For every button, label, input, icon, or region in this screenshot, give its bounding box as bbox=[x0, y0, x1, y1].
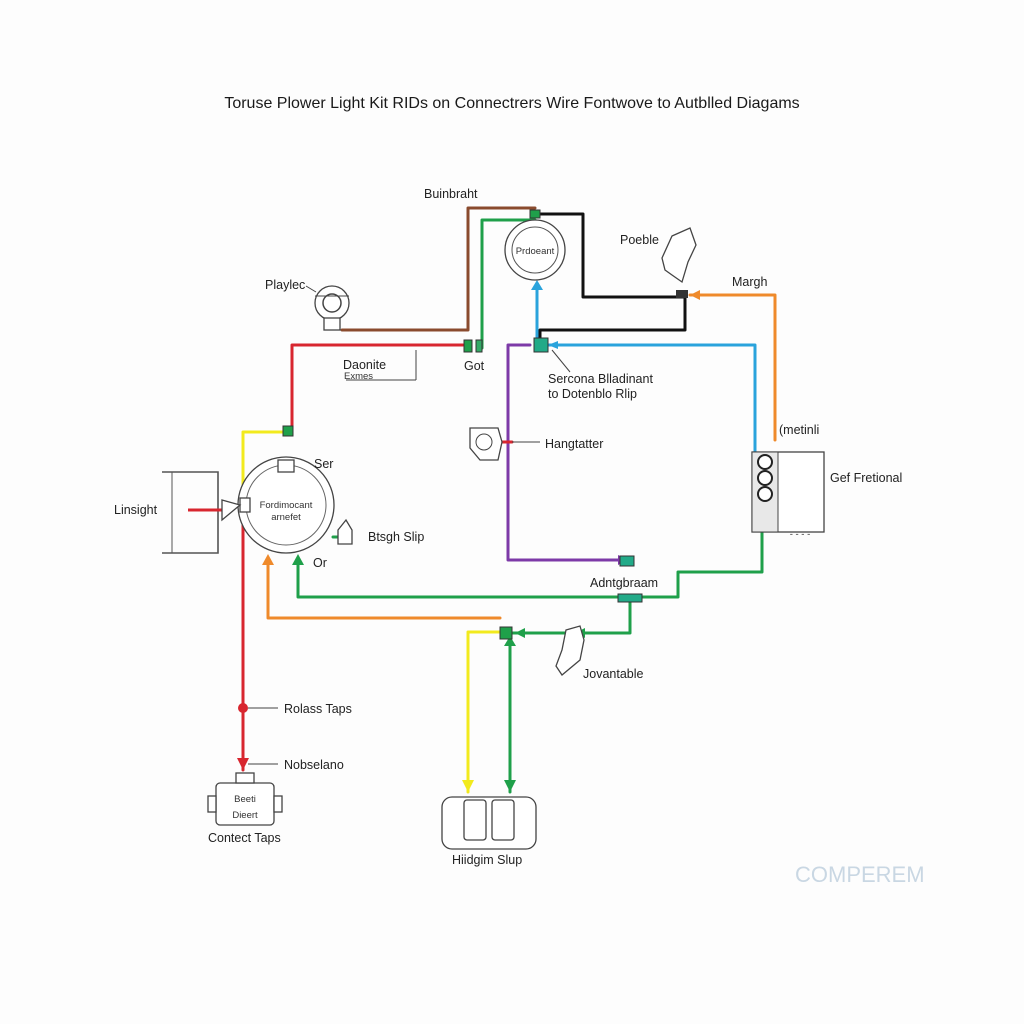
contect-taps-component bbox=[207, 772, 283, 826]
label-linsight: Linsight bbox=[114, 503, 158, 517]
label-margh: Margh bbox=[732, 275, 767, 289]
wire-brown bbox=[340, 206, 537, 332]
label-ser: Ser bbox=[314, 457, 333, 471]
wire-yellow-lower bbox=[466, 630, 502, 794]
wire-yellow-left bbox=[241, 430, 290, 507]
jovantable-icon bbox=[555, 625, 585, 676]
wire-orange-lower bbox=[266, 558, 502, 620]
label-fordimocant: Fordimocant bbox=[260, 500, 313, 511]
wire-orange-right bbox=[688, 293, 777, 442]
arrow-green-up bbox=[292, 554, 304, 565]
label-jovantable: Jovantable bbox=[583, 667, 644, 681]
label-hangtatter: Hangtatter bbox=[545, 437, 603, 451]
wire-blue-right bbox=[546, 343, 757, 507]
label-nobselano: Nobselano bbox=[284, 758, 344, 772]
gauge-component: Prdoeant bbox=[504, 219, 566, 281]
label-btsgh-slip: Btsgh Slip bbox=[368, 530, 424, 544]
playlec-component bbox=[314, 285, 350, 331]
arrow-green-up-2 bbox=[504, 636, 516, 646]
arrow-orange-left bbox=[690, 290, 700, 300]
label-playlec: Playlec bbox=[265, 278, 305, 292]
connector-got-right bbox=[475, 339, 483, 353]
label-adntgbraam: Adntgbraam bbox=[590, 576, 658, 590]
label-hiidgim-slup: Hiidgim Slup bbox=[452, 853, 522, 867]
wire-green-main bbox=[296, 520, 764, 599]
connector-margh bbox=[676, 290, 688, 298]
arrow-red-down bbox=[237, 758, 249, 770]
hiidgim-slup-component bbox=[441, 796, 537, 850]
label-metinli: (metinli bbox=[779, 423, 819, 437]
watermark: COMPEREM bbox=[795, 862, 925, 887]
junction-red bbox=[238, 703, 248, 713]
arrow-green-left bbox=[515, 628, 525, 638]
connector-ser bbox=[282, 425, 294, 437]
connector-top bbox=[529, 209, 541, 219]
label-rolass-taps: Rolass Taps bbox=[284, 702, 352, 716]
label-dieert: Dieert bbox=[232, 810, 258, 821]
label-beeti: Beeti bbox=[234, 794, 256, 805]
label-or: Or bbox=[313, 556, 327, 570]
gauge-face-label: Prdoeant bbox=[516, 246, 555, 257]
label-got: Got bbox=[464, 359, 485, 373]
gef-fretional-component: - - - - bbox=[751, 451, 825, 540]
leader-sercona bbox=[551, 349, 571, 373]
arrow-orange-up bbox=[262, 554, 274, 565]
label-arnefet: arnefet bbox=[271, 512, 301, 523]
arrow-yellow-down bbox=[462, 780, 474, 792]
hangtatter-component bbox=[469, 427, 503, 461]
label-gef-fretional: Gef Fretional bbox=[830, 471, 902, 485]
label-daonite: Daonite bbox=[343, 358, 386, 372]
label-buinbraht: Buinbraht bbox=[424, 187, 478, 201]
wire-red bbox=[290, 343, 465, 432]
btsgh-slip-component bbox=[337, 518, 353, 545]
label-poeble: Poeble bbox=[620, 233, 659, 247]
arrow-blue-up bbox=[531, 280, 543, 290]
wire-green-mid bbox=[508, 595, 632, 794]
svg-text:- - - -: - - - - bbox=[790, 529, 811, 540]
label-contect-taps: Contect Taps bbox=[208, 831, 281, 845]
label-daonite-sub: Exmes bbox=[344, 371, 373, 382]
arrow-green-down bbox=[504, 780, 516, 792]
diagram-title: Toruse Plower Light Kit RIDs on Connectr… bbox=[224, 95, 800, 112]
wire-purple bbox=[506, 343, 627, 562]
label-sercona: Sercona Blladinant bbox=[548, 372, 653, 386]
arrow-blue-left bbox=[548, 341, 558, 349]
connector-got-left bbox=[463, 339, 473, 353]
label-dotenblo: to Dotenblo Rlip bbox=[548, 387, 637, 401]
connector-center bbox=[533, 337, 549, 353]
connector-lower bbox=[499, 626, 513, 640]
poeble-icon bbox=[661, 227, 697, 284]
connector-adntg bbox=[617, 593, 643, 603]
playlec-leader bbox=[305, 285, 317, 293]
wire-green-upper bbox=[480, 218, 537, 350]
linsight-housing bbox=[162, 471, 242, 554]
adntgbraam-connector bbox=[619, 555, 635, 567]
motor-component bbox=[237, 456, 335, 554]
